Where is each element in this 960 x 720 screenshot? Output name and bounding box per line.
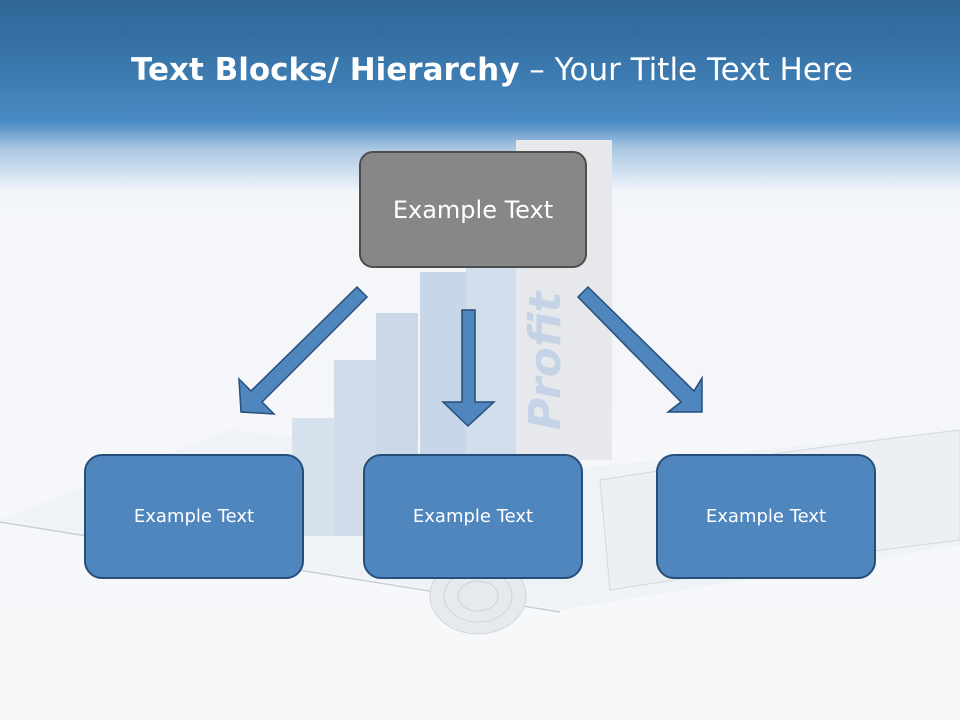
hierarchy-top-box[interactable]: Example Text	[359, 151, 587, 268]
arrow-right	[576, 285, 703, 413]
title-bold-part: Text Blocks/ Hierarchy	[130, 52, 520, 88]
page-title: Text Blocks/ Hierarchy – Your Title Text…	[0, 52, 960, 88]
hierarchy-child-box-1[interactable]: Example Text	[84, 454, 304, 579]
arrow-left	[238, 285, 369, 415]
hierarchy-child-box-2[interactable]: Example Text	[363, 454, 583, 579]
arrow-center	[441, 309, 496, 428]
hierarchy-child-box-3[interactable]: Example Text	[656, 454, 876, 579]
background-profit-label: Profit	[520, 290, 571, 430]
title-regular-part: – Your Title Text Here	[519, 52, 854, 88]
